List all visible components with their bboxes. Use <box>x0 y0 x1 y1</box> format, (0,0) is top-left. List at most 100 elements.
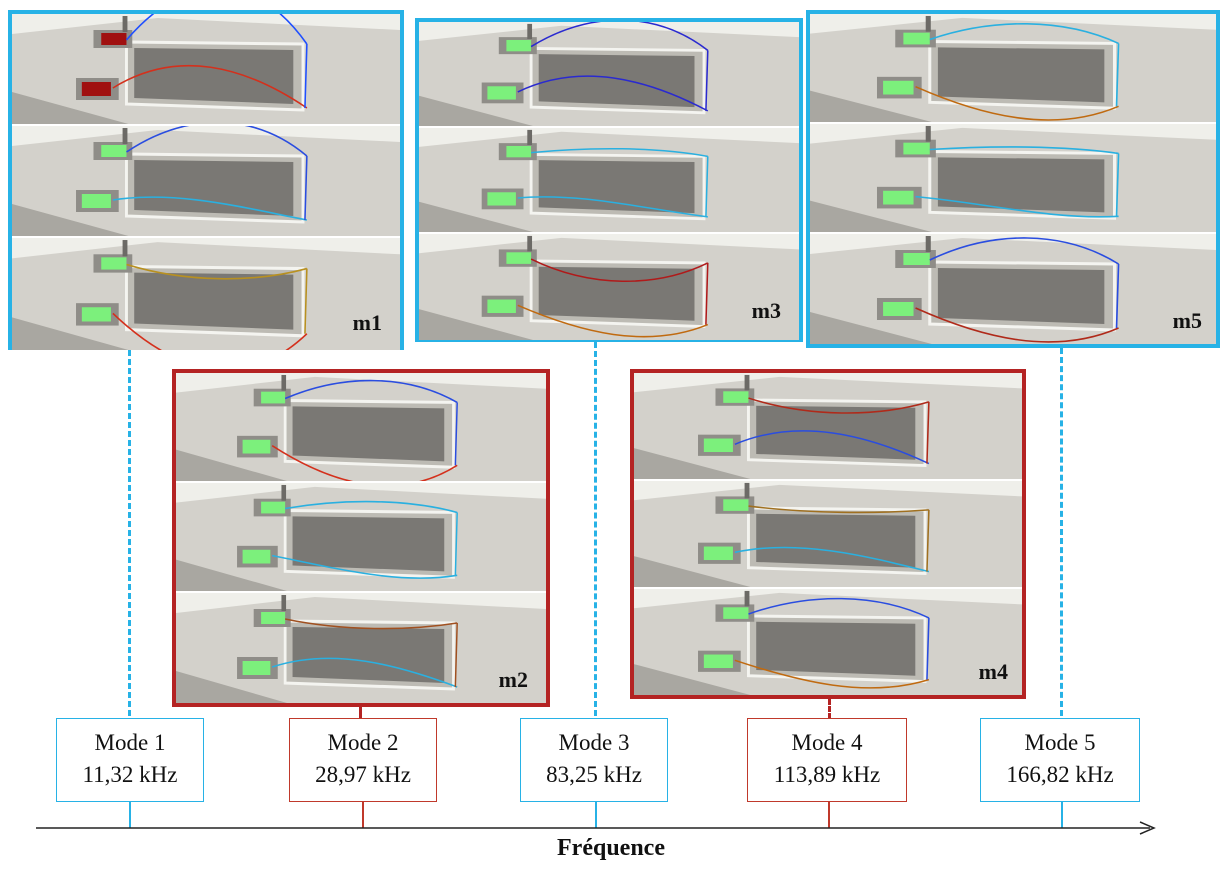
beam-tip <box>454 402 458 466</box>
beam-upper <box>530 22 709 51</box>
membrane <box>937 268 1105 324</box>
mode-1-view-2-render <box>12 126 400 236</box>
mode-3-connector <box>594 342 597 716</box>
beam-upper <box>531 147 708 158</box>
electrode-pad-top <box>903 253 930 265</box>
membrane <box>538 266 695 321</box>
beam-lower <box>112 64 308 109</box>
mode-5-frequency: 166,82 kHz <box>1006 762 1114 787</box>
mode-2-view-1-render <box>176 373 546 481</box>
beam-lower <box>915 195 1119 218</box>
electrode-pad-top <box>506 39 532 52</box>
mode-5-view-2 <box>810 124 1216 232</box>
mode-1-view-1 <box>12 14 400 124</box>
mode-1-label: m1 <box>352 310 382 335</box>
mode-3-view-1 <box>419 22 799 126</box>
mode-1-axis-tick <box>129 802 131 828</box>
probe-tip <box>925 236 931 252</box>
probe-tip <box>122 128 128 144</box>
electrode-pad-bottom <box>242 439 271 454</box>
mode-1-frequency: 11,32 kHz <box>82 762 178 787</box>
platform-shadow <box>12 204 129 236</box>
mode-3-frequency: 83,25 kHz <box>546 762 642 787</box>
beam-tip <box>1115 153 1120 217</box>
platform-shadow <box>12 92 129 124</box>
mode-5-view-1 <box>810 14 1216 122</box>
electrode-pad-top <box>506 145 532 158</box>
mode-3-name: Mode 3 <box>558 730 630 755</box>
beam-upper <box>929 237 1119 265</box>
beam-lower <box>272 554 458 579</box>
probe-tip <box>744 374 750 391</box>
probe-tip <box>122 240 128 257</box>
mode-2-name: Mode 2 <box>327 730 399 755</box>
electrode-pad-bottom <box>703 546 733 561</box>
mode-1-panel-group: m1 <box>8 10 404 350</box>
mode-2-view-3 <box>176 593 546 703</box>
mode-4-view-3-render <box>634 589 1022 695</box>
beam-upper <box>748 397 930 414</box>
mode-2-label: m2 <box>498 667 528 692</box>
beam-upper <box>285 618 458 630</box>
beam-lower <box>734 659 930 689</box>
electrode-pad-bottom <box>242 661 271 675</box>
electrode-pad-bottom <box>703 438 733 453</box>
mode-2-view-2 <box>176 483 546 591</box>
electrode-pad-bottom <box>703 654 733 669</box>
beam-upper <box>126 126 308 157</box>
beam-upper <box>284 379 458 404</box>
beam-tip <box>705 50 709 111</box>
platform-shadow <box>634 556 751 587</box>
mode-4-panel-group: m4 <box>630 369 1026 699</box>
membrane <box>756 513 916 568</box>
mode-1-connector <box>128 350 131 716</box>
electrode-pad-bottom <box>487 192 516 206</box>
membrane <box>538 54 695 108</box>
beam-tip <box>705 262 709 325</box>
beam-lower <box>734 546 930 573</box>
probe-tip <box>281 374 287 391</box>
probe-tip <box>527 235 533 252</box>
mode-4-view-1 <box>634 373 1022 479</box>
axis-arrowhead <box>1139 821 1156 835</box>
mode-3-view-2-render <box>419 128 799 232</box>
electrode-pad-top <box>261 501 286 514</box>
mode-1-view-2 <box>12 126 400 236</box>
electrode-pad-bottom <box>81 307 111 322</box>
platform-shadow <box>634 664 751 695</box>
probe-tip <box>122 16 128 32</box>
beam-upper <box>748 597 930 619</box>
beam-tip <box>1115 43 1120 107</box>
beam-upper <box>126 263 308 280</box>
mode-5-view-3 <box>810 234 1216 344</box>
mode-3-view-1-render <box>419 22 799 126</box>
mode-2-axis-tick <box>362 802 364 828</box>
membrane <box>292 627 445 683</box>
beam-tip <box>1115 263 1120 329</box>
mode-2-box: Mode 2 28,97 kHz <box>289 718 437 802</box>
beam-lower <box>517 75 709 112</box>
mode-5-connector <box>1060 348 1063 716</box>
probe-tip <box>527 129 533 146</box>
beam-upper <box>530 258 709 282</box>
mode-1-name: Mode 1 <box>94 730 166 755</box>
electrode-pad-bottom <box>883 80 914 95</box>
platform-shadow <box>419 95 533 126</box>
membrane <box>756 621 916 676</box>
probe-tip <box>281 484 287 501</box>
beam-lower <box>112 196 308 221</box>
beam-upper <box>929 146 1119 155</box>
probe-tip <box>527 23 533 40</box>
electrode-pad-top <box>101 257 127 270</box>
axis-label: Fréquence <box>557 835 665 861</box>
beam-upper <box>285 500 458 514</box>
electrode-pad-bottom <box>883 190 914 205</box>
mode-1-view-3-render <box>12 238 400 350</box>
mode-4-axis-tick <box>828 802 830 828</box>
beam-tip <box>304 268 308 334</box>
platform-shadow <box>176 559 287 591</box>
mode-2-view-2-render <box>176 483 546 591</box>
beam-upper <box>125 14 308 45</box>
electrode-pad-bottom <box>242 549 271 564</box>
